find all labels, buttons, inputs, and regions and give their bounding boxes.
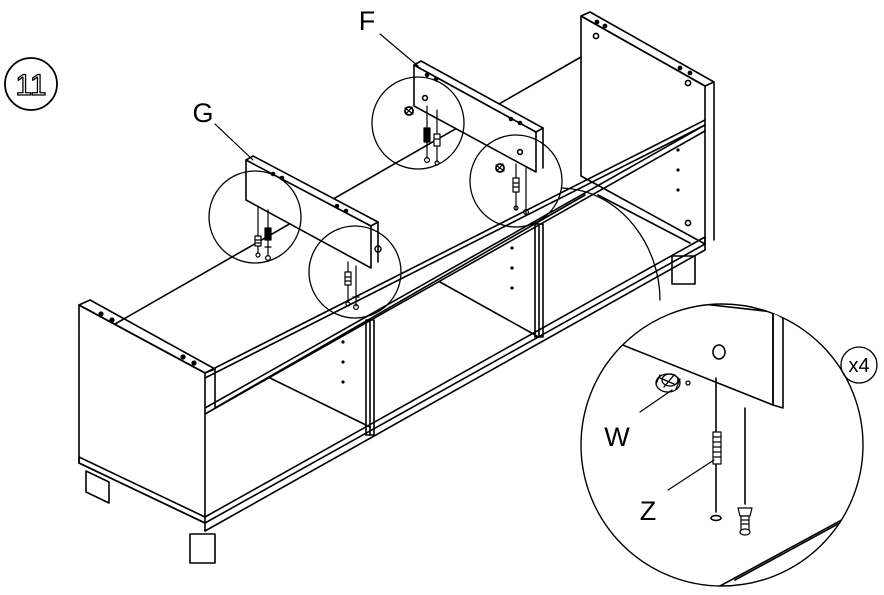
leader-g [214,123,254,161]
cam-lock [655,373,691,393]
middle-shelf [204,124,706,428]
step-number-badge: 11 [4,57,58,111]
zoom-connector-arc [561,187,661,301]
shelf-pin-holes [341,148,680,384]
foot-left [85,470,110,504]
zoom-detail [561,187,864,587]
step-number-text: 11 [15,69,46,102]
detail-circle-g-right [308,225,402,319]
panel-f [413,60,544,173]
label-w: W [604,422,630,452]
foot-back [671,255,696,285]
panel-g [245,155,382,269]
detail-circle-f-left [371,76,465,170]
label-z: Z [640,496,657,526]
dowel [712,431,722,465]
cam-bolt [737,507,753,536]
detail-circles [208,76,563,319]
cabinet [78,11,715,564]
step-number-circle [4,57,58,111]
quantity-label: x4 [848,355,869,377]
detail-circle-f-right [469,134,563,228]
shelf-back-edge [214,194,586,409]
zoom-circle [580,303,864,587]
quantity-circle [840,346,878,384]
divider-left [365,319,375,436]
detail-circle-g-left [208,170,302,264]
top-panel [114,56,706,379]
small-fasteners [254,105,529,311]
leader-w [639,389,673,413]
right-side-panel [580,11,715,245]
label-f: F [359,6,376,36]
leader-f [379,33,419,67]
label-g: G [192,98,213,128]
leader-z [667,459,715,491]
divider-right [534,223,544,338]
vertical-dividers [365,223,544,436]
cabinet-feet [85,255,696,564]
foot-front [189,533,216,564]
